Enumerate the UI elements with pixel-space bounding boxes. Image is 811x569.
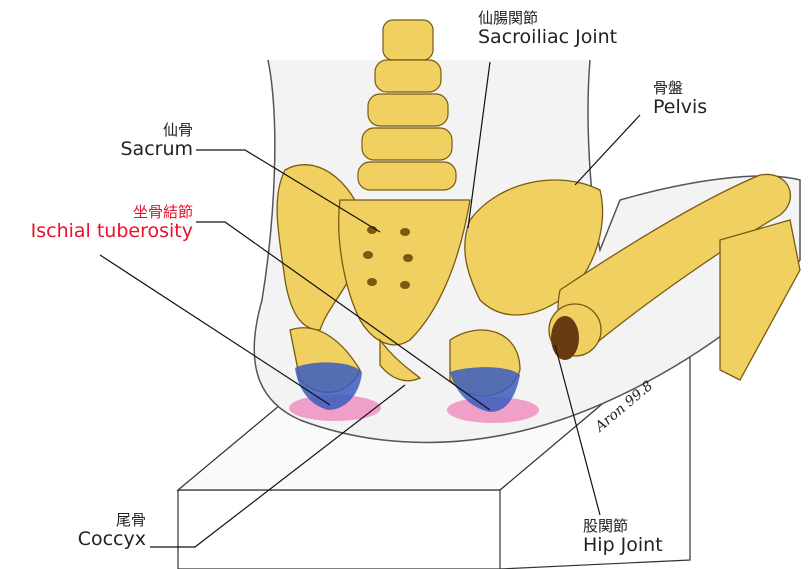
spine	[357, 19, 457, 191]
label-sacroiliac-joint: 仙腸関節 Sacroiliac Joint	[478, 9, 618, 49]
label-coccyx: 尾骨 Coccyx	[77, 511, 146, 551]
label-en: Hip Joint	[583, 534, 663, 557]
label-jp: 坐骨結節	[132, 203, 193, 221]
label-jp: 仙腸関節	[478, 9, 539, 27]
label-jp: 尾骨	[115, 511, 146, 529]
label-jp: 仙骨	[162, 121, 193, 139]
label-jp: 股関節	[583, 517, 629, 535]
label-en: Sacroiliac Joint	[478, 26, 618, 49]
label-ischial-tuberosity: 坐骨結節 Ischial tuberosity	[30, 203, 193, 243]
label-jp: 骨盤	[653, 79, 684, 97]
label-en: Pelvis	[653, 96, 708, 119]
hip-socket	[551, 316, 579, 360]
ischial-tuberosity-right	[450, 367, 520, 412]
label-en: Ischial tuberosity	[30, 220, 193, 243]
label-sacrum: 仙骨 Sacrum	[120, 121, 193, 161]
label-en: Coccyx	[77, 528, 146, 551]
label-en: Sacrum	[120, 138, 193, 161]
label-pelvis: 骨盤 Pelvis	[653, 79, 708, 119]
label-hip-joint: 股関節 Hip Joint	[583, 517, 663, 557]
ischial-tuberosity-left	[295, 362, 362, 410]
leader-lines	[99, 61, 641, 548]
